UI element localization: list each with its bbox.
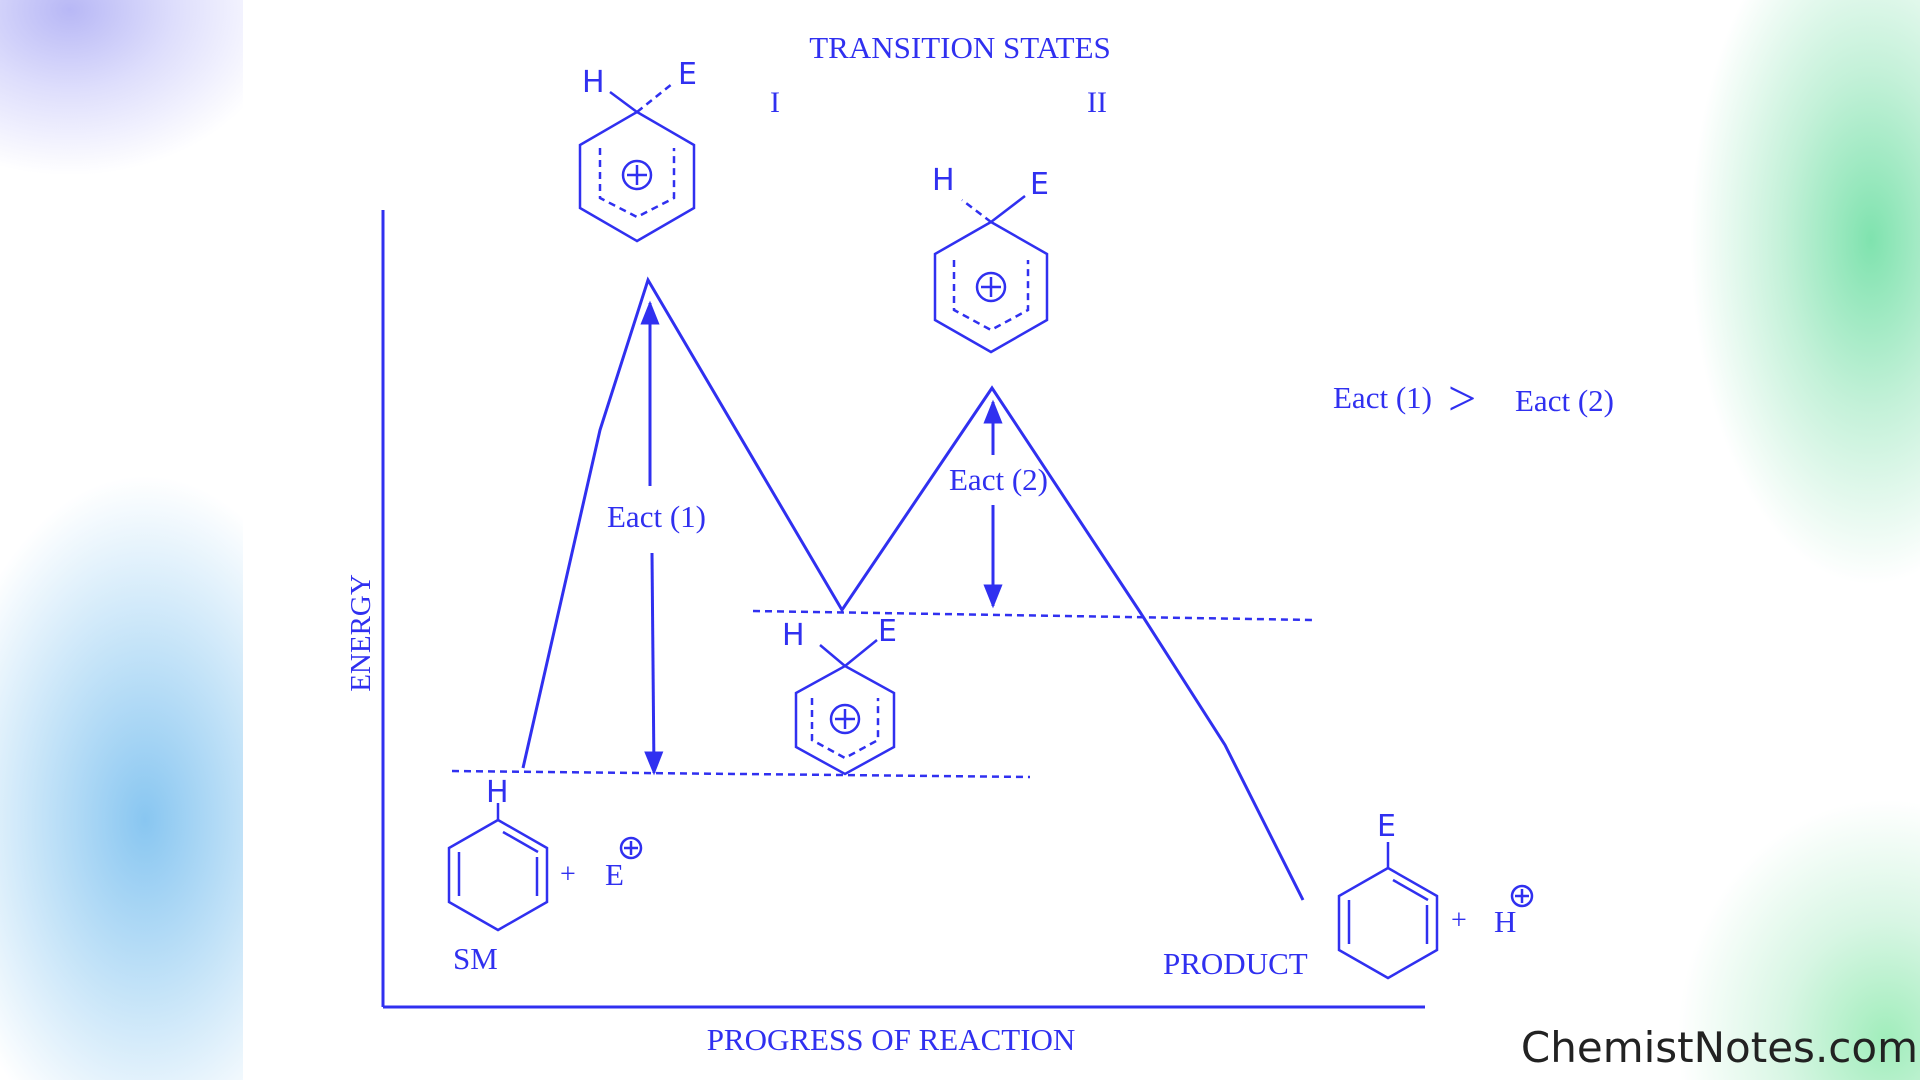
y-axis-label: ENERGY (345, 574, 377, 692)
electrophile-symbol: E (605, 857, 624, 892)
comparison-left: Eact (1) (1333, 380, 1432, 415)
product-plus-sign: + (1451, 905, 1467, 936)
transition-state-label-2: II (1087, 86, 1107, 119)
ts2-e-atom: E (1030, 167, 1049, 202)
starting-material-label: SM (453, 941, 498, 976)
intermediate-energy-level (752, 609, 1316, 622)
comparison-right: Eact (2) (1515, 383, 1614, 418)
intermediate-e-atom: E (878, 614, 897, 649)
reactant-energy-level (451, 769, 1031, 779)
product-structure: E + H (1337, 809, 1534, 980)
eact1-label: Eact (1) (607, 499, 706, 534)
eact1-arrow-down (644, 552, 664, 776)
sm-h-atom: H (486, 775, 509, 810)
transition-state-1-structure: H E (578, 57, 697, 243)
decorative-background-right (1676, 0, 1920, 1080)
intermediate-h-atom: H (782, 618, 805, 653)
product-label: PRODUCT (1163, 946, 1308, 981)
decorative-background-left (0, 0, 243, 1080)
ts2-h-atom: H (932, 163, 955, 198)
product-e-atom: E (1377, 809, 1396, 844)
eact2-label: Eact (2) (949, 462, 1048, 497)
site-watermark: ChemistNotes.com (1520, 1023, 1918, 1072)
sm-plus-sign: + (560, 859, 576, 890)
starting-material-structure: H + E (447, 775, 643, 932)
ts1-h-atom: H (582, 65, 605, 100)
energy-curve (521, 276, 1305, 901)
transition-states-title: TRANSITION STATES (809, 30, 1111, 65)
x-axis-label: PROGRESS OF REACTION (707, 1022, 1076, 1057)
intermediate-structure: H E (782, 614, 897, 776)
transition-state-label-1: I (770, 86, 780, 119)
proton-symbol: H (1494, 904, 1516, 939)
ts1-e-atom: E (678, 57, 697, 92)
transition-state-2-structure: H E (932, 163, 1049, 354)
comparison-symbol: > (1448, 370, 1476, 426)
